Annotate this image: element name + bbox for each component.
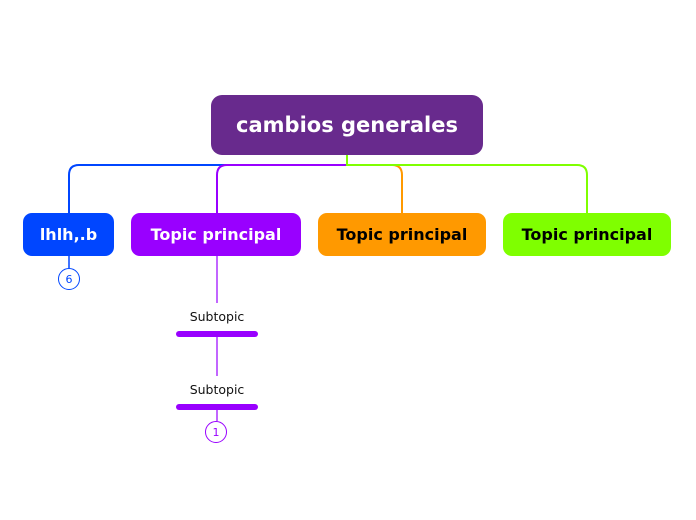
- topic-node-2[interactable]: Topic principal: [131, 213, 301, 256]
- connector-root-topic-1: [68, 155, 348, 213]
- collapsed-count-badge[interactable]: 6: [58, 268, 80, 290]
- subtopic-node-1[interactable]: Subtopic: [176, 309, 258, 337]
- central-topic[interactable]: cambios generales: [211, 95, 483, 155]
- subtopic-label: Subtopic: [189, 382, 245, 397]
- central-topic-label: cambios generales: [236, 113, 458, 137]
- topic-label: Topic principal: [150, 225, 282, 244]
- collapsed-count: 6: [65, 272, 73, 286]
- connector-root-topic-3: [346, 155, 403, 213]
- subtopic-node-2[interactable]: Subtopic: [176, 382, 258, 410]
- subtopic-label: Subtopic: [189, 309, 245, 324]
- topic-node-1[interactable]: lhlh,.b: [23, 213, 114, 256]
- topic-label: Topic principal: [336, 225, 468, 244]
- topic-node-3[interactable]: Topic principal: [318, 213, 486, 256]
- connector-root-topic-2: [216, 155, 348, 213]
- topic-label: lhlh,.b: [39, 225, 98, 244]
- topic-label: Topic principal: [521, 225, 653, 244]
- subtopic-underline: [176, 331, 258, 337]
- topic-node-4[interactable]: Topic principal: [503, 213, 671, 256]
- collapsed-count-badge[interactable]: 1: [205, 421, 227, 443]
- connector-root-topic-4: [346, 155, 588, 213]
- subtopic-underline: [176, 404, 258, 410]
- collapsed-count: 1: [212, 425, 220, 439]
